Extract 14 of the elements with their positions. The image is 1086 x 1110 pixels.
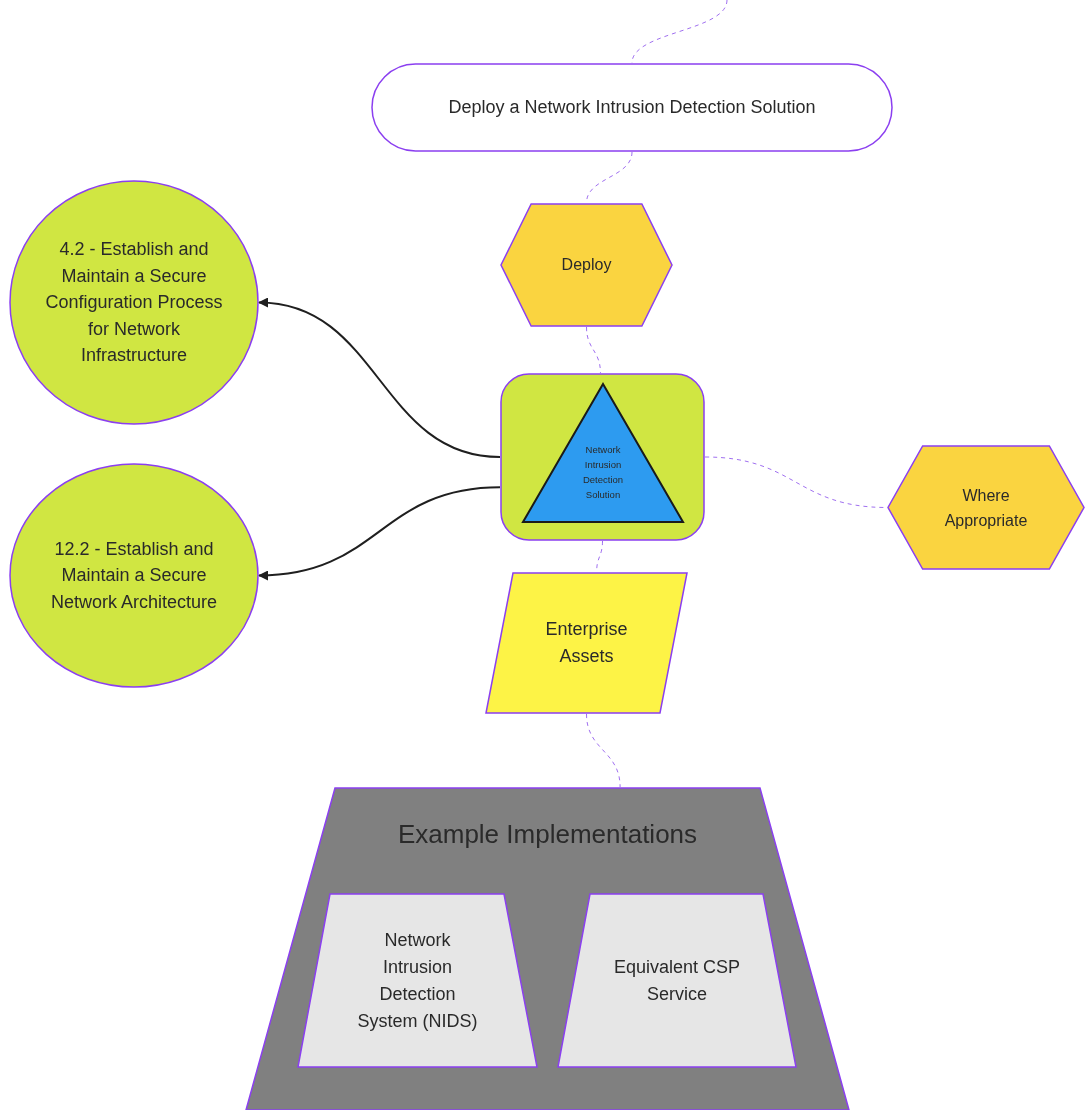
node-label: 12.2 - Establish and Maintain a Secure Network Architecture (49, 537, 219, 614)
node-label: Where Appropriate (943, 485, 1029, 531)
node-label: 4.2 - Establish and Maintain a Secure Configuration Process for Network Infrastructure (44, 238, 224, 368)
node-label: Example Implementations (397, 817, 698, 851)
node-label: Equivalent CSP Service (612, 955, 742, 1006)
node-label: Enterprise Assets (544, 618, 629, 668)
connector-line (586, 713, 621, 788)
arrow (258, 298, 501, 458)
node-label: Network Intrusion Detection System (NIDS) (356, 928, 479, 1033)
node-label: Network Intrusion Detection Solution (581, 443, 625, 502)
node-label: Deploy a Network Intrusion Detection Solution (447, 96, 817, 119)
node-label: Deploy (560, 255, 613, 275)
connector-line (586, 326, 601, 374)
arrow (258, 486, 501, 580)
